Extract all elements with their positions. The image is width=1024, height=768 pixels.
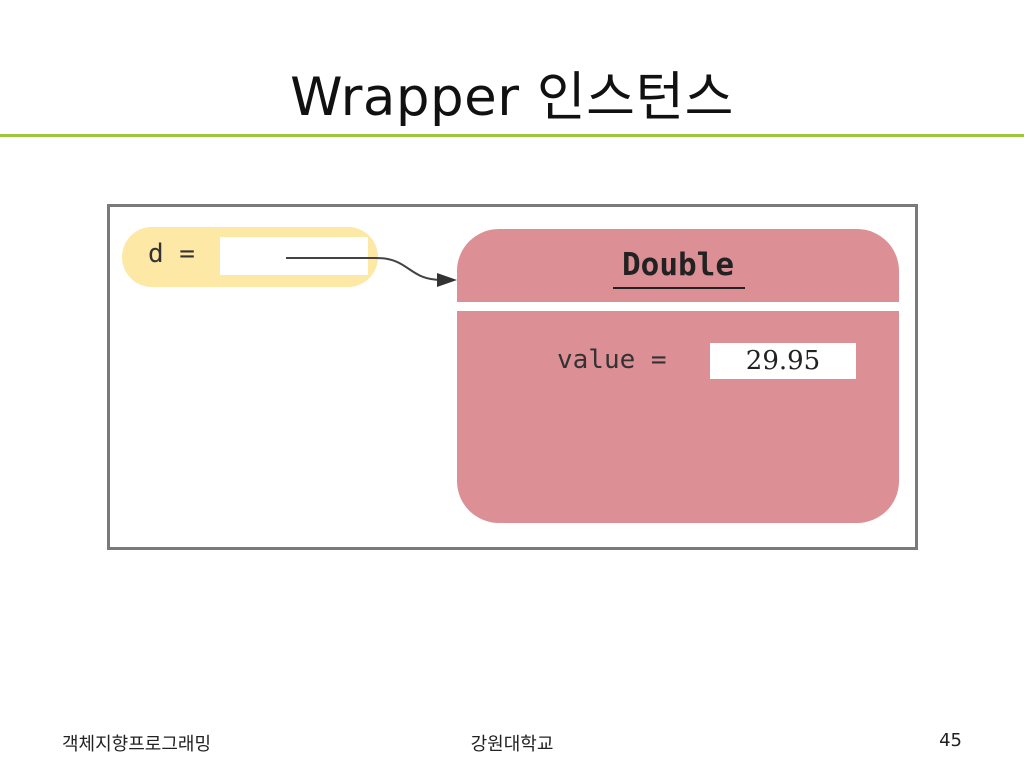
field-label: value = bbox=[557, 345, 667, 375]
title-rule bbox=[0, 134, 1024, 137]
figure-frame: d = Double value = 29.95 bbox=[107, 204, 918, 550]
card-divider bbox=[457, 302, 899, 311]
object-type-label: Double bbox=[622, 247, 734, 283]
page-number: 45 bbox=[939, 730, 962, 751]
field-value-box: 29.95 bbox=[710, 343, 856, 379]
variable-reference-box bbox=[220, 237, 368, 275]
arrow-head bbox=[437, 273, 457, 287]
reference-arrow bbox=[286, 257, 457, 287]
footer-university: 강원대학교 bbox=[470, 734, 554, 755]
slide-title: Wrapper 인스턴스 bbox=[290, 67, 734, 128]
object-type-underline bbox=[613, 287, 745, 289]
double-object-card: Double value = 29.95 bbox=[457, 229, 899, 523]
variable-label: d = bbox=[148, 239, 195, 269]
arrow-line bbox=[286, 257, 450, 281]
footer-course: 객체지향프로그래밍 bbox=[62, 734, 212, 755]
